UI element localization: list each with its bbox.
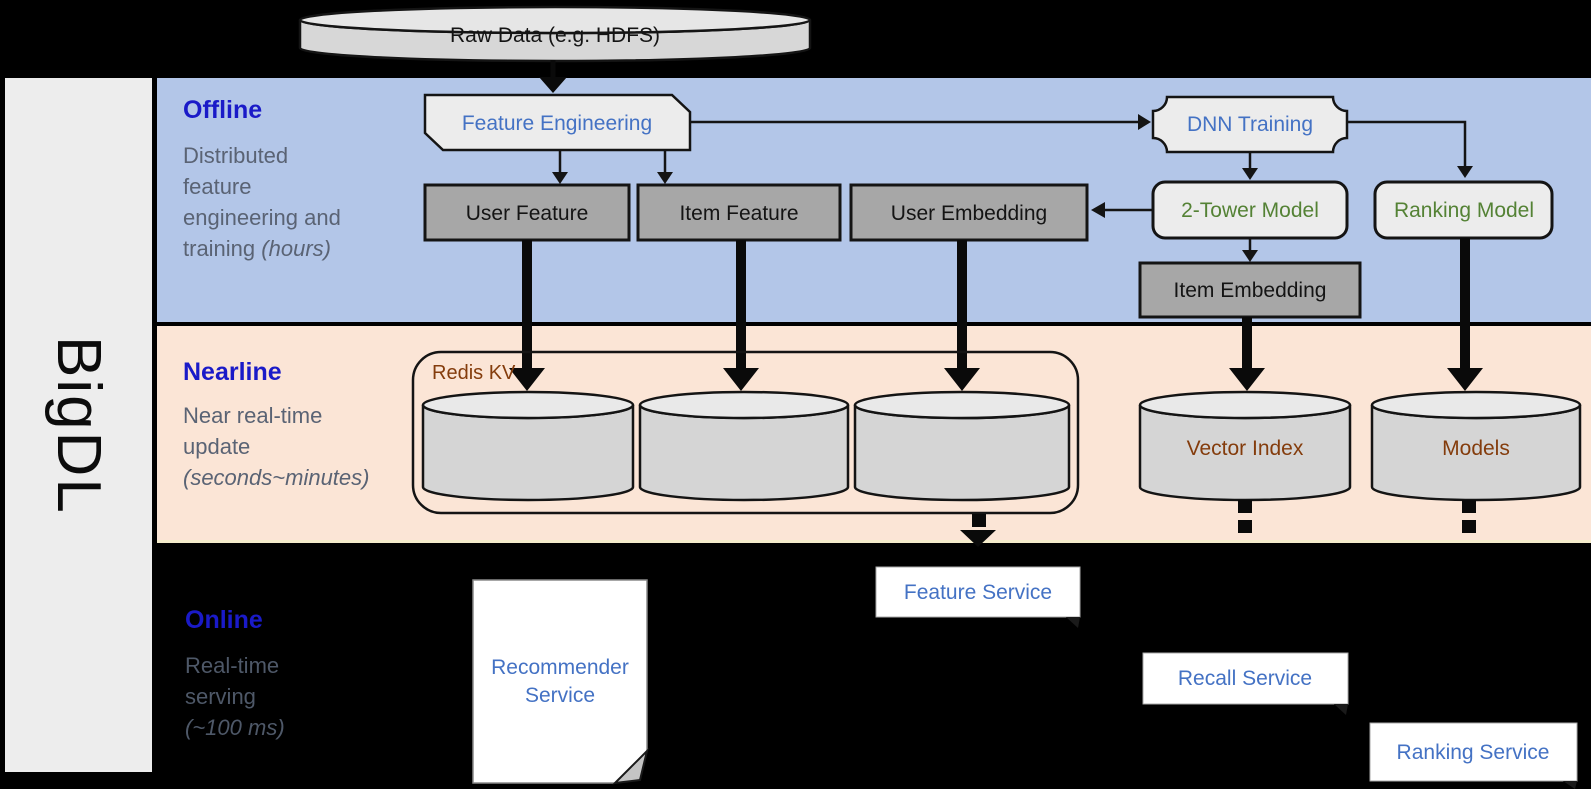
offline-title: Offline (183, 96, 263, 124)
nearline-title: Nearline (183, 358, 282, 386)
ranking-service-box (1369, 722, 1578, 789)
dashed-link-vector-index-to-recall-service (1238, 500, 1252, 533)
online-description: Real-time serving (~100 ms) (185, 653, 285, 740)
arrow-fe-to-user-feature (552, 150, 568, 184)
user-feature-box (423, 183, 631, 242)
arrow-item-embedding-to-vector-index (1229, 317, 1265, 391)
redis-cylinder-1 (421, 390, 635, 502)
offline-description: Distributed feature engineering and trai… (183, 143, 341, 261)
ranking-model-label: Ranking Model (1393, 199, 1535, 222)
bigdl-logo: BigDL (44, 335, 113, 515)
recommender-service-label: Recommender Service (491, 656, 629, 707)
feature-engineering-label: Feature Engineering (461, 112, 653, 135)
arrow-dnn-to-ranking-model (1347, 120, 1473, 178)
arrow-two-tower-to-item-embedding (1242, 238, 1258, 262)
dnn-training-label: DNN Training (1186, 113, 1314, 136)
feature-engineering-shape (423, 93, 692, 152)
item-feature-box (636, 183, 842, 242)
feature-service-label: Feature Service (903, 581, 1053, 604)
redis-kv-label: Redis KV (432, 362, 516, 384)
item-embedding-label: Item Embedding (1173, 279, 1327, 302)
dnn-training-shape (1151, 95, 1349, 154)
vector-index-label: Vector Index (1186, 437, 1304, 460)
feature-service-box (875, 566, 1081, 628)
raw-data-label: Raw Data (e.g. HDFS) (449, 24, 661, 47)
arrow-two-tower-to-user-embedding (1091, 202, 1153, 218)
dashed-arrow-redis-to-feature-service (960, 514, 996, 547)
arrow-item-feature-to-redis (723, 240, 759, 391)
user-embedding-box (849, 183, 1089, 242)
arrow-dnn-to-two-tower (1242, 152, 1258, 180)
bigdl-sidebar: BigDL (5, 78, 152, 772)
two-tower-model-box (1151, 180, 1349, 240)
redis-cylinder-2 (638, 390, 850, 502)
two-tower-model-label: 2-Tower Model (1181, 199, 1319, 222)
online-title: Online (185, 606, 263, 634)
arrow-user-embedding-to-redis (944, 240, 980, 391)
recall-service-label: Recall Service (1177, 667, 1313, 690)
redis-cylinder-3 (853, 390, 1071, 502)
ranking-service-label: Ranking Service (1396, 741, 1550, 764)
raw-data-cylinder (298, 5, 812, 63)
redis-kv-container (411, 350, 1080, 515)
recommender-service-document (472, 579, 649, 785)
user-feature-label: User Feature (465, 202, 589, 225)
arrow-fe-to-dnn-training (690, 114, 1151, 130)
arrow-fe-to-item-feature (657, 150, 673, 184)
item-feature-label: Item Feature (679, 202, 799, 225)
arrow-user-feature-to-redis (509, 240, 545, 391)
models-cylinder (1370, 390, 1582, 502)
arrow-ranking-model-to-models (1447, 238, 1483, 391)
models-label: Models (1442, 437, 1510, 460)
vector-index-cylinder (1138, 390, 1352, 502)
arrow-raw-data-to-feature-engineering (539, 60, 567, 93)
nearline-description: Near real-time update (seconds~minutes) (183, 403, 370, 490)
recall-service-box (1142, 652, 1349, 715)
user-embedding-label: User Embedding (890, 202, 1048, 225)
item-embedding-box (1138, 261, 1362, 319)
dashed-link-models-to-ranking-service (1462, 500, 1476, 533)
